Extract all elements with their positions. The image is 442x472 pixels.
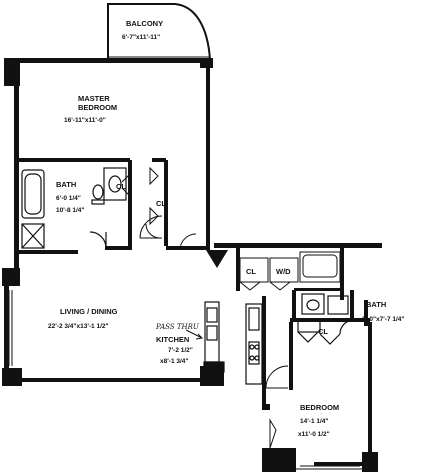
entry-door xyxy=(206,250,228,268)
bedroom-closet-label: CL xyxy=(318,327,328,336)
living-dining-label: LIVING / DINING xyxy=(60,307,118,316)
shower xyxy=(21,223,45,249)
bedroom-label: BEDROOM xyxy=(300,403,339,412)
balcony-label: BALCONY xyxy=(126,19,163,28)
bath2-label: BATH xyxy=(366,300,386,309)
windows xyxy=(8,290,362,470)
bedroom-dims-2: x11'-0 1/2" xyxy=(298,431,330,438)
sink xyxy=(301,293,325,315)
master-bedroom-door xyxy=(139,215,163,239)
master-bedroom-label-1: MASTER xyxy=(78,94,110,103)
bath1-dims-2: 10'-8 1/4" xyxy=(56,207,84,214)
bedroom-dims-1: 14'-1 1/4" xyxy=(300,418,328,425)
master-bedroom-dims: 16'-11"x11'-0" xyxy=(64,117,106,124)
room-labels: BALCONY 6'-7"x11'-11" MASTER BEDROOM 16'… xyxy=(48,19,405,438)
bath2-dims: 6'-0"x7'-7 1/4" xyxy=(362,316,405,323)
hall-closet-label: CL xyxy=(246,267,256,276)
kitchen-dims-1: 7'-2 1/2" xyxy=(168,347,193,354)
toilet xyxy=(92,184,104,200)
bath1-fixtures xyxy=(21,167,127,249)
bathtub xyxy=(21,169,45,219)
bath1-label: BATH xyxy=(56,180,76,189)
column xyxy=(2,368,22,386)
kitchen-label: KITCHEN xyxy=(156,335,189,344)
kitchen-dims-2: x8'-1 3/4" xyxy=(160,358,188,365)
master-bedroom-label-2: BEDROOM xyxy=(78,103,117,112)
refrigerator xyxy=(248,307,260,331)
column xyxy=(362,452,378,472)
counter xyxy=(245,303,263,385)
hall-closets xyxy=(239,251,341,291)
balcony-dims: 6'-7"x11'-11" xyxy=(122,34,160,41)
pass-thru-arrow xyxy=(185,329,204,340)
range xyxy=(248,341,260,365)
bedroom-door xyxy=(265,365,289,449)
kitchen-fixtures xyxy=(203,301,263,385)
column xyxy=(262,448,296,472)
door-swing xyxy=(89,231,107,249)
bath-closet-label: CL xyxy=(116,182,126,191)
column xyxy=(2,268,20,286)
washer-dryer-label: W/D xyxy=(276,267,291,276)
walls xyxy=(2,58,382,472)
pass-thru-label: PASS THRU xyxy=(155,323,200,331)
bath2-fixtures xyxy=(297,293,355,345)
balcony xyxy=(107,3,211,62)
living-dining-dims: 22'-2 3/4"x13'-1 1/2" xyxy=(48,323,109,330)
vanity xyxy=(103,167,127,201)
bath1-dims-1: 6'-0 1/4" xyxy=(56,195,81,202)
master-closet-label: CL xyxy=(156,199,166,208)
toilet xyxy=(327,295,349,315)
washer-dryer-unit xyxy=(299,251,341,283)
